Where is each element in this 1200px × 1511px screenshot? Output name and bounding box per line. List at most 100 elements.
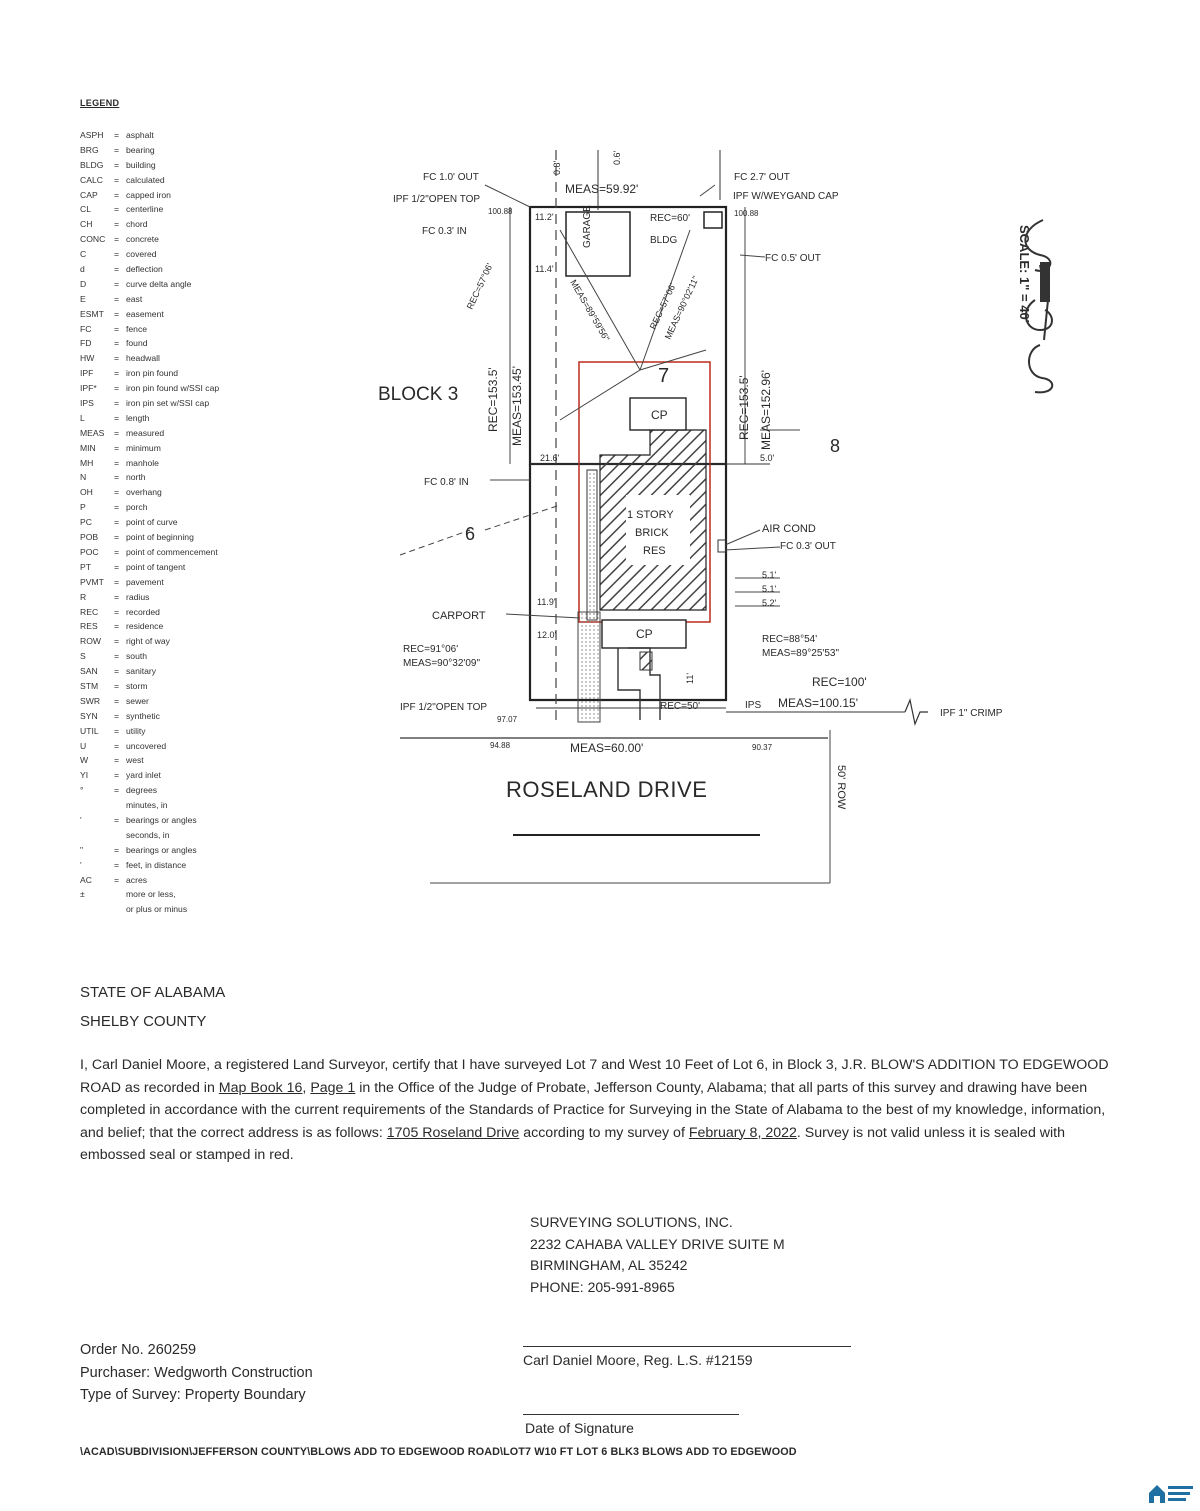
legend-abbr: YI <box>80 770 89 781</box>
legend-row: FD=found <box>80 336 310 351</box>
legend-abbr: IPF <box>80 368 94 379</box>
svg-text:11.2': 11.2' <box>535 212 554 222</box>
legend-def: curve delta angle <box>126 278 192 289</box>
legend-row: ROW=right of way <box>80 634 310 649</box>
legend-eq: = <box>114 695 120 706</box>
legend-def: bearings or angles <box>126 814 197 825</box>
legend-def: south <box>126 651 148 662</box>
legend-def: point of beginning <box>126 532 194 543</box>
carport-strip <box>586 469 598 621</box>
legend-abbr: R <box>80 591 87 602</box>
legend-abbr: SYN <box>80 710 98 721</box>
legend-eq: = <box>114 725 120 736</box>
legend-def: bearing <box>126 144 155 155</box>
legend-row: IPF*=iron pin found w/SSI cap <box>80 381 310 396</box>
legend-row: minutes, in <box>80 798 310 813</box>
legend-abbr: CL <box>80 204 91 215</box>
legend-def: recorded <box>126 606 160 617</box>
legend-def: headwall <box>126 353 160 364</box>
legend-abbr: SWR <box>80 695 101 706</box>
legend-def: concrete <box>126 234 159 245</box>
north-arrow-icon <box>1024 219 1054 394</box>
legend-eq: = <box>114 130 120 140</box>
legend-def: residence <box>126 621 164 632</box>
legend-eq: = <box>114 576 120 587</box>
svg-text:REC=91°06': REC=91°06' <box>403 644 458 655</box>
legend-eq: = <box>114 755 120 766</box>
legend-eq: = <box>114 666 120 677</box>
legend-row: C=covered <box>80 247 310 262</box>
legend-eq: = <box>114 427 120 438</box>
legend-eq: = <box>114 398 120 409</box>
legend-def: west <box>126 755 144 766</box>
svg-text:REC=57°06': REC=57°06' <box>465 261 495 310</box>
legend-eq: = <box>114 740 120 751</box>
company-phone: PHONE: 205-991-8965 <box>530 1278 675 1295</box>
legend-abbr: ° <box>80 785 84 796</box>
garage <box>565 211 631 277</box>
lot-7-boundary <box>528 205 728 466</box>
legend-abbr: CH <box>80 219 93 230</box>
legend-def: north <box>126 472 146 483</box>
legend-abbr: AC <box>80 874 92 885</box>
legend-def: sewer <box>126 695 149 706</box>
legend-row: POB=point of beginning <box>80 530 310 545</box>
file-path: \ACAD\SUBDIVISION\JEFFERSON COUNTY\BLOWS… <box>80 1446 797 1458</box>
company-address2: BIRMINGHAM, AL 35242 <box>530 1257 688 1273</box>
legend-row: CL=centerline <box>80 202 310 217</box>
legend-eq: = <box>114 353 120 364</box>
legend-abbr: CALC <box>80 174 103 185</box>
legend-row: POC=point of commencement <box>80 545 310 560</box>
legend-def: easement <box>126 308 164 319</box>
legend-eq: = <box>114 546 120 557</box>
svg-text:MEAS=89°25'53": MEAS=89°25'53" <box>762 648 839 659</box>
map-book: Map Book 16 <box>218 1079 303 1096</box>
legend-eq: = <box>114 174 120 185</box>
legend-def: length <box>126 412 150 423</box>
svg-text:5.2': 5.2' <box>762 598 777 608</box>
legend-abbr: BLDG <box>80 159 104 170</box>
legend-eq: = <box>114 412 120 423</box>
legend-abbr: POB <box>80 532 99 543</box>
svg-text:MEAS=152.96': MEAS=152.96' <box>759 370 773 450</box>
legend-row: S=south <box>80 649 310 664</box>
legend-abbr: IPS <box>80 398 94 409</box>
legend-eq: = <box>114 383 120 394</box>
legend-def: measured <box>126 427 165 438</box>
svg-text:REC=88°54': REC=88°54' <box>762 634 817 645</box>
legend-def: synthetic <box>126 710 160 721</box>
svg-text:MEAS=100.15': MEAS=100.15' <box>778 696 858 710</box>
legend-row: REC=recorded <box>80 605 310 620</box>
legend-row: AC=acres <box>80 873 310 888</box>
svg-text:AIR COND: AIR COND <box>762 523 816 535</box>
legend-def: iron pin set w/SSI cap <box>126 398 210 409</box>
legend-def: acres <box>126 874 148 885</box>
legend-eq: = <box>114 710 120 721</box>
svg-text:100.88: 100.88 <box>734 209 759 218</box>
legend-abbr: D <box>80 278 87 289</box>
cp-bottom <box>601 619 687 649</box>
svg-text:BRICK: BRICK <box>635 527 669 539</box>
legend-abbr: PC <box>80 517 92 528</box>
legend-eq: = <box>114 278 120 289</box>
legend-eq: = <box>114 368 120 379</box>
top-meas: MEAS=59.92' <box>565 182 638 196</box>
legend-row: ESMT=easement <box>80 307 310 322</box>
legend-abbr: ESMT <box>80 308 104 319</box>
legend-def: pavement <box>126 576 164 587</box>
legend-row: PT=point of tangent <box>80 560 310 575</box>
svg-text:FC 0.3' IN: FC 0.3' IN <box>422 226 467 237</box>
legend-abbr: L <box>80 412 85 423</box>
legend-def: manhole <box>126 457 159 468</box>
legend-row: L = length <box>80 411 310 426</box>
legend-eq: = <box>114 859 120 870</box>
legend-row: CH=chord <box>80 217 310 232</box>
company-address1: 2232 CAHABA VALLEY DRIVE SUITE M <box>530 1235 785 1252</box>
legend-abbr: W <box>80 755 89 766</box>
legend-abbr: ASPH <box>80 130 104 140</box>
svg-text:FC 0.5' OUT: FC 0.5' OUT <box>765 253 821 264</box>
legend-abbr: " <box>80 844 84 855</box>
svg-text:FC 0.8' IN: FC 0.8' IN <box>424 477 469 488</box>
legend-def: building <box>126 159 156 170</box>
legend-abbr: U <box>80 740 87 751</box>
